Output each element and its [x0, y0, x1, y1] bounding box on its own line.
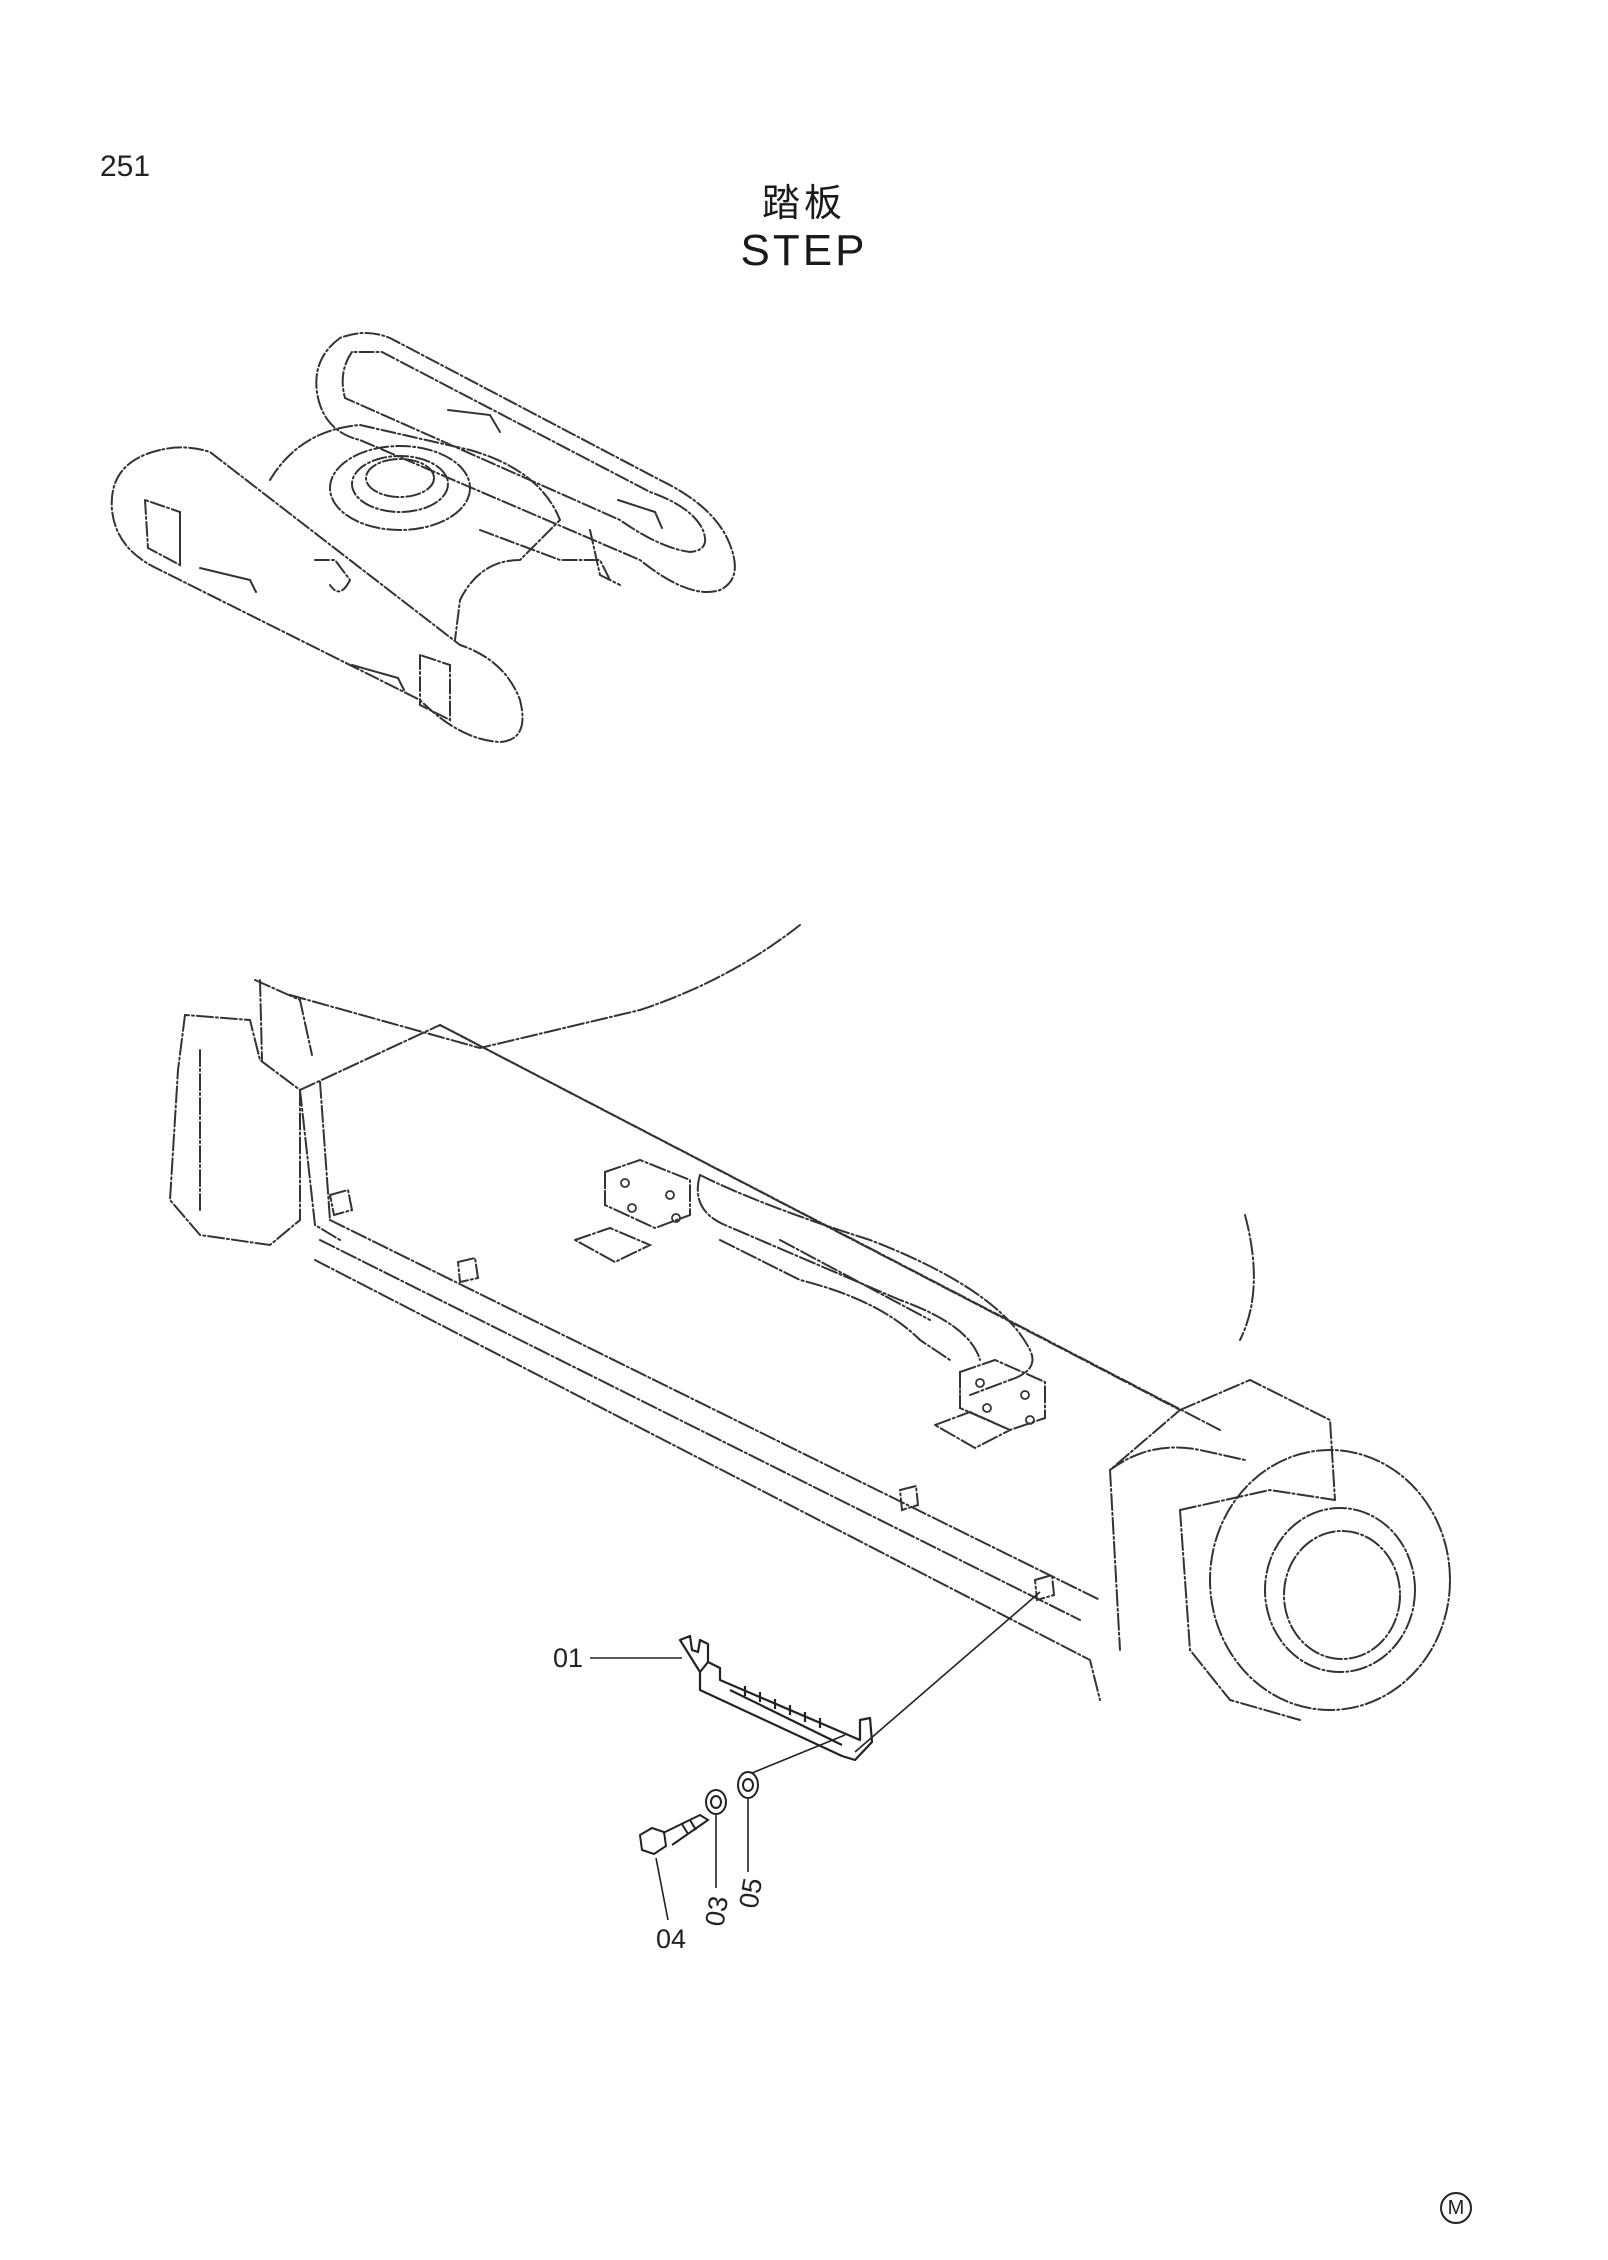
assembly-lines — [751, 1591, 1041, 1774]
title-chinese: 踏板 — [761, 181, 846, 225]
flat-washer — [737, 1771, 759, 1799]
step-plate — [678, 1634, 874, 1762]
callout-leaders — [590, 1657, 749, 1921]
track-frame-detail — [168, 924, 1451, 1721]
page-number: 251 — [100, 150, 151, 183]
title-english: STEP — [740, 226, 868, 275]
callout-01: 01 — [553, 1643, 583, 1673]
callout-03: 03 — [699, 1894, 734, 1929]
callout-05: 05 — [733, 1876, 768, 1911]
pad-bolt-holes — [620, 1178, 1035, 1425]
manufacturer-mark: M — [1440, 2192, 1472, 2224]
spring-washer — [705, 1789, 727, 1815]
undercarriage-overview — [110, 332, 736, 744]
bolt — [638, 1813, 710, 1856]
callout-04: 04 — [656, 1924, 686, 1954]
